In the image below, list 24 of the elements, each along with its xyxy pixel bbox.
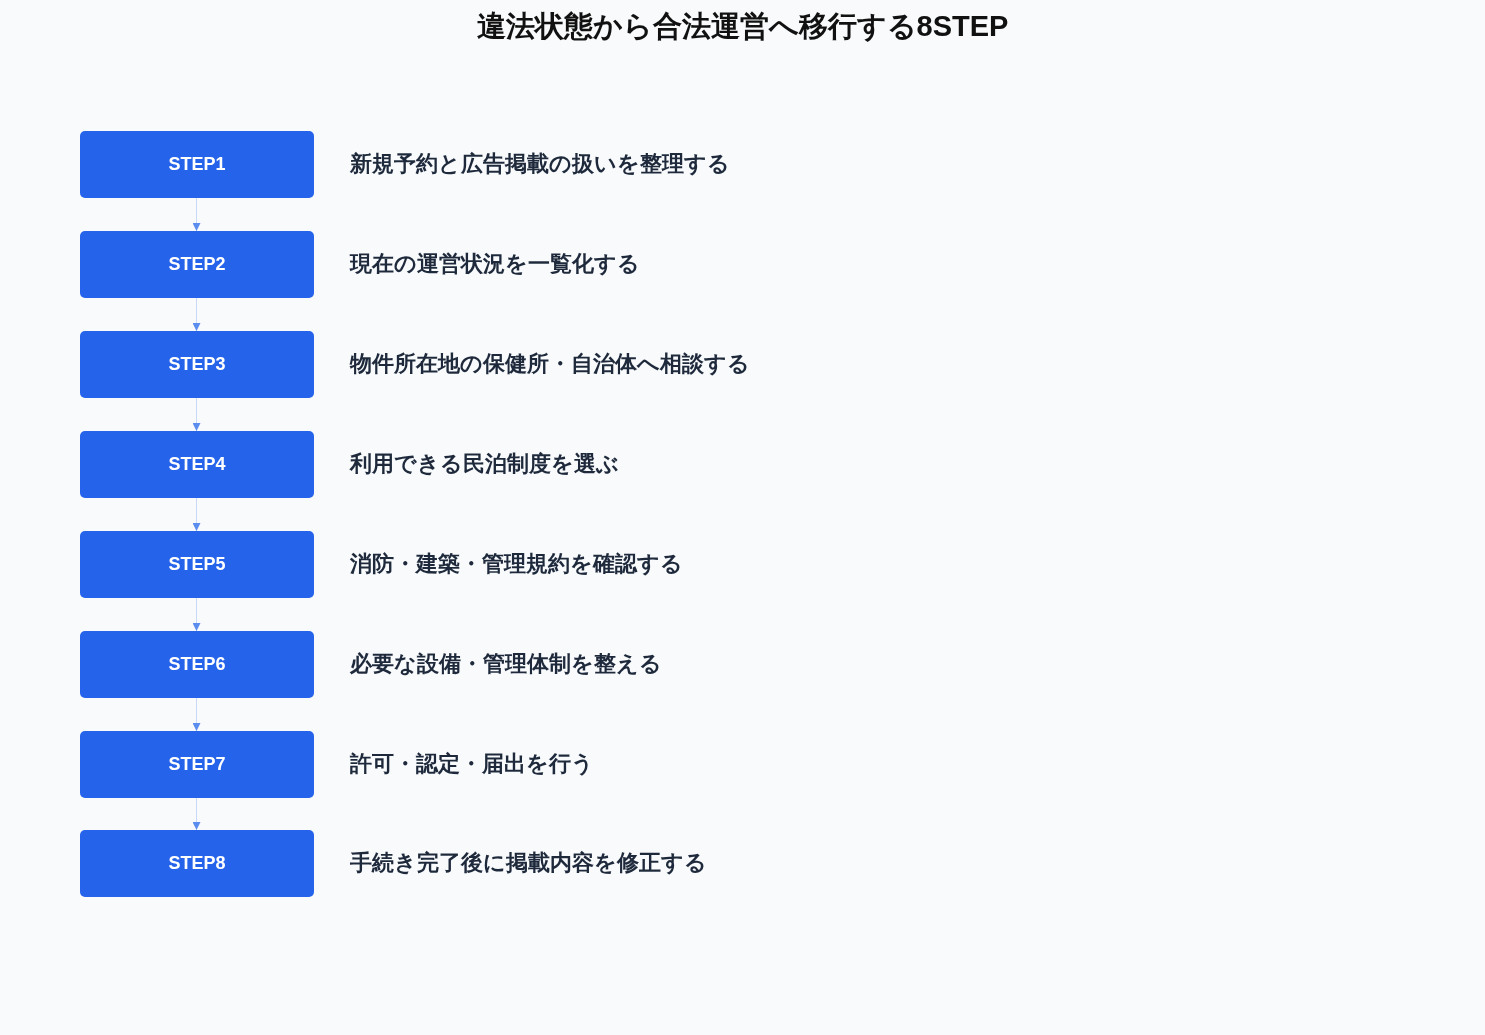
arrow [192,797,201,831]
step-box: STEP2 [80,231,314,298]
step-description: 物件所在地の保健所・自治体へ相談する [350,349,750,378]
step-description: 消防・建築・管理規約を確認する [350,549,683,578]
step-description: 手続き完了後に掲載内容を修正する [350,848,707,877]
step-box: STEP4 [80,431,314,498]
step-description: 必要な設備・管理体制を整える [350,649,662,678]
step-description: 利用できる民泊制度を選ぶ [350,449,619,478]
arrow [192,597,201,632]
step-description: 新規予約と広告掲載の扱いを整理する [350,149,730,178]
step-box: STEP1 [80,131,314,198]
title: 違法状態から合法運営へ移行する8STEP [476,9,1009,44]
arrow [192,497,201,532]
step-description: 現在の運営状況を一覧化する [350,249,640,278]
arrow [192,197,201,232]
step-box: STEP7 [80,731,314,798]
step-box: STEP8 [80,830,314,897]
step-description: 許可・認定・届出を行う [350,749,594,778]
arrow [192,297,201,332]
arrow [192,697,201,732]
step-box: STEP3 [80,331,314,398]
step-box: STEP5 [80,531,314,598]
arrow [192,397,201,432]
step-box: STEP6 [80,631,314,698]
